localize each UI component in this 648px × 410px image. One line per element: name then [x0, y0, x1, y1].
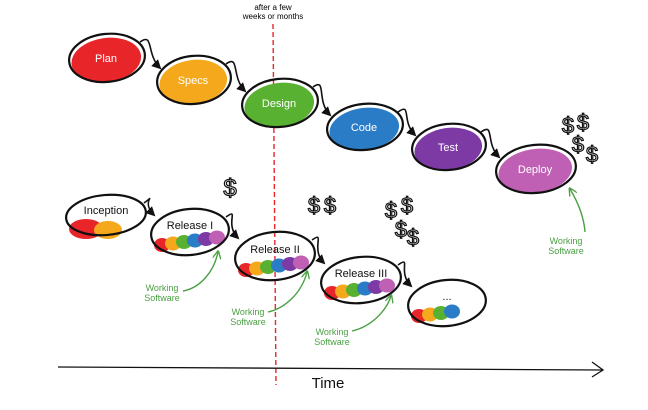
time-axis-label: Time — [312, 375, 345, 392]
stage-test: Test — [411, 122, 487, 172]
flow-arrow — [311, 236, 326, 265]
release-outline — [407, 278, 487, 328]
stage-code: Code — [326, 102, 404, 152]
release-label: Release III — [335, 268, 388, 280]
stage-fill — [498, 148, 573, 194]
stage-plan: Plan — [68, 32, 146, 84]
flow-arrow — [312, 83, 332, 117]
flow-arrow — [225, 60, 247, 93]
release-outline — [150, 207, 230, 257]
flow-arrow — [397, 108, 417, 137]
stage-fill — [244, 82, 315, 128]
release-color-blob — [209, 230, 225, 245]
stage-label: Code — [351, 122, 377, 134]
working-software-line1: Working — [146, 283, 179, 293]
working-software-line2: Software — [548, 246, 584, 256]
release-more: ... — [407, 278, 487, 328]
dollar-icon: $ — [385, 198, 397, 223]
working-software-arrow — [570, 189, 586, 233]
stage-outline — [495, 143, 577, 195]
dollar-icon: $ — [308, 193, 320, 218]
stage-design: Design — [241, 77, 319, 129]
stage-label: Design — [262, 98, 296, 110]
stage-outline — [326, 102, 404, 152]
working-software-line1: Working — [550, 236, 583, 246]
time-axis-line — [57, 366, 603, 371]
annotation-line1: after a few — [254, 3, 292, 12]
inception-node: Inception — [65, 193, 147, 239]
working-software-line1: Working — [232, 307, 265, 317]
stage-outline — [156, 54, 232, 106]
release-color-blob — [293, 255, 309, 270]
stage-outline — [68, 32, 146, 84]
flow-arrow — [397, 261, 413, 288]
working-software-arrow — [267, 272, 307, 313]
dollar-icon: $ — [395, 217, 407, 242]
flow-arrow — [480, 128, 501, 159]
stage-specs: Specs — [156, 54, 232, 106]
release-color-blob — [379, 278, 395, 293]
release-outline — [320, 255, 402, 305]
working-software-line2: Software — [230, 317, 266, 327]
stage-label: Plan — [95, 53, 117, 65]
working-software-line1: Working — [316, 327, 349, 337]
stage-fill — [71, 37, 142, 83]
dollar-icon: $ — [401, 193, 413, 218]
inception-label: Inception — [84, 205, 129, 217]
money-symbols: $$$$$$$$$$$ — [223, 109, 599, 250]
flow-arrow — [143, 197, 156, 217]
stage-fill — [414, 127, 483, 171]
dollar-icon: $ — [577, 110, 589, 135]
annotation: after a few weeks or months — [242, 3, 303, 21]
dollar-icon: $ — [223, 175, 236, 202]
stage-label: Deploy — [518, 164, 553, 176]
stage-label: Test — [438, 142, 458, 154]
stage-fill — [159, 59, 228, 105]
stage-outline — [411, 122, 487, 172]
dollar-icon: $ — [324, 193, 336, 218]
release-release-i: Release I — [150, 207, 230, 257]
release-color-blob — [444, 304, 460, 319]
stage-outline — [241, 77, 319, 129]
release-release-ii: Release II — [234, 230, 316, 282]
dollar-icon: $ — [407, 225, 419, 250]
stage-fill — [329, 107, 400, 151]
flow-arrow — [139, 38, 162, 70]
release-label: Release I — [167, 220, 213, 232]
working-software-arrow — [182, 252, 218, 292]
time-axis: Time — [57, 361, 605, 392]
stage-label: Specs — [178, 75, 209, 87]
flow-arrow — [225, 213, 240, 240]
release-outline — [234, 230, 316, 282]
working-software-line2: Software — [144, 293, 180, 303]
dollar-icon: $ — [572, 132, 584, 157]
dollar-icon: $ — [562, 113, 574, 138]
release-release-iii: Release III — [320, 255, 402, 305]
annotation-line2: weeks or months — [242, 12, 303, 21]
working-software-notes: WorkingSoftwareWorkingSoftwareWorkingSof… — [144, 189, 586, 347]
time-axis-arrowhead — [591, 361, 605, 378]
release-label: Release II — [250, 244, 300, 256]
working-software-arrow — [351, 296, 391, 332]
dollar-icon: $ — [586, 142, 598, 167]
release-label: ... — [442, 291, 451, 303]
stage-deploy: Deploy — [495, 143, 577, 195]
working-software-line2: Software — [314, 337, 350, 347]
